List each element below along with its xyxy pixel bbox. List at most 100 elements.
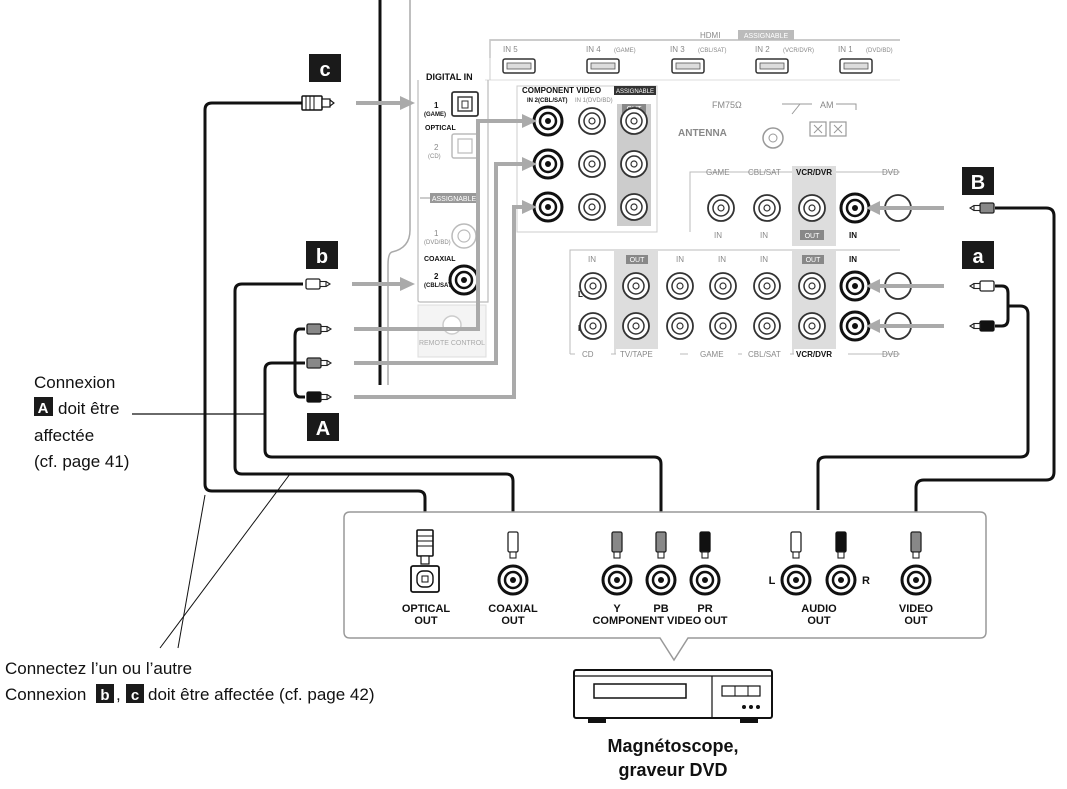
component-pr-plug	[306, 391, 332, 403]
component-out-pr	[620, 193, 648, 221]
audio-vcrdvr-out-l	[798, 272, 826, 300]
audio-r-plug	[969, 320, 995, 332]
audio-in-vcrdvr: IN	[849, 255, 857, 264]
badge-B: B	[962, 167, 994, 195]
component-in1-y	[578, 107, 606, 135]
badge-b: b	[306, 241, 338, 269]
fm-label: FM75Ω	[712, 100, 742, 110]
arrow-component-pb	[354, 162, 524, 365]
hdmi-title: HDMI	[700, 31, 720, 40]
coaxial-label: COAXIAL	[424, 256, 456, 263]
optical-label: OPTICAL	[425, 125, 456, 132]
optical-port-1	[451, 91, 479, 117]
cable-optical	[203, 101, 427, 530]
video-label-game: GAME	[706, 168, 730, 177]
hdmi-in2-label: IN 2	[755, 45, 770, 54]
caption-a-badge-box	[34, 397, 53, 416]
badge-A: A	[307, 413, 339, 441]
svg-text:c: c	[319, 59, 330, 81]
component-in2-pb	[532, 148, 564, 180]
hdmi-section: HDMI ASSIGNABLE IN 5 IN 4 (GAME) IN 3 (C…	[485, 30, 900, 81]
device-coaxial-jack	[497, 564, 529, 596]
device-y-plug	[611, 531, 623, 559]
hdmi-assignable-badge	[738, 30, 794, 40]
component-in2-pr	[532, 191, 564, 223]
caption-either-comma: ,	[116, 685, 121, 704]
device-component-out-label: COMPONENT VIDEO OUT	[592, 615, 727, 627]
hdmi-in2-sub: (VCR/DVR)	[783, 48, 814, 54]
hdmi-port-in1	[839, 58, 873, 74]
device-pb-label: PB	[653, 603, 668, 615]
caption-either-badge-b: b	[100, 687, 109, 704]
device-audio-l-jack	[780, 564, 812, 596]
hdmi-in4-label: IN 4	[586, 45, 601, 54]
video-vcrdvr-out	[798, 194, 826, 222]
audio-l-label: L	[578, 290, 583, 299]
device-pb-jack	[645, 564, 677, 596]
device-video-out: OUT	[904, 615, 928, 627]
recorder-icon	[573, 669, 773, 723]
coax2-sub: (CBL/SAT)	[424, 283, 454, 289]
component-pb-plug	[306, 357, 332, 369]
caption-a-badge: A	[38, 400, 49, 417]
audio-bottom-game: GAME	[700, 350, 724, 359]
audio-out-tvtape: OUT	[630, 257, 646, 264]
device-audio-r-label: R	[862, 575, 870, 587]
device-audio-r-plug	[835, 531, 847, 559]
video-vcrdvr-in	[839, 192, 871, 224]
component-y-plug	[306, 323, 332, 335]
video-game-in	[707, 194, 735, 222]
audio-cblsat-r	[753, 312, 781, 340]
antenna-label: ANTENNA	[678, 128, 727, 139]
coax2-label: 2	[434, 272, 439, 281]
receiver-side-plugs	[301, 95, 995, 403]
audio-in-cblsat: IN	[760, 255, 768, 264]
video-cblsat-in	[753, 194, 781, 222]
audio-in-cd: IN	[588, 255, 596, 264]
pointer-lines	[159, 413, 291, 649]
video-label-dvd: DVD	[882, 168, 899, 177]
svg-text:B: B	[971, 172, 985, 194]
svg-text:b: b	[316, 246, 328, 268]
audio-out-vcrdvr: OUT	[806, 257, 822, 264]
audio-in-game: IN	[718, 255, 726, 264]
audio-game-r	[709, 312, 737, 340]
audio-cd-r	[579, 312, 607, 340]
audio-vcrdvr-in-r	[839, 310, 871, 342]
digital-in1-sub: (GAME)	[424, 112, 446, 118]
digital-in1-label: 1	[434, 101, 439, 110]
audio-l-plug	[969, 280, 995, 292]
component-out-pb	[620, 150, 648, 178]
cable-audio-bundle	[816, 304, 1030, 510]
audio-bottom-cd: CD	[582, 350, 594, 359]
device-audio-label: AUDIO	[801, 603, 837, 615]
device-panel: OPTICAL OUT COAXIAL OUT Y PB PR COMPONEN…	[343, 511, 987, 662]
hdmi-in3-sub: (CBL/SAT)	[698, 48, 727, 54]
component-in1-label: IN 1(DVD/BD)	[575, 98, 613, 104]
device-audio-out: OUT	[807, 615, 831, 627]
device-pb-plug	[655, 531, 667, 559]
device-coaxial-out: OUT	[501, 615, 525, 627]
caption-either-badge-c: c	[131, 687, 139, 704]
caption-either-line2-post: doit être affectée (cf. page 42)	[148, 685, 375, 704]
digital-in2-label: 2	[434, 143, 439, 152]
video-in-label-2: IN	[760, 231, 768, 240]
video-plug	[969, 202, 995, 214]
component-title: COMPONENT VIDEO	[522, 86, 601, 95]
caption-a-line3: affectée	[34, 426, 94, 445]
hdmi-in1-label: IN 1	[838, 45, 853, 54]
cable-video	[914, 206, 1056, 532]
component-in2-y	[532, 105, 564, 137]
device-optical-label: OPTICAL	[402, 603, 451, 615]
audio-tvtape-in-l	[666, 272, 694, 300]
device-audio-r-jack	[825, 564, 857, 596]
audio-bottom-cblsat: CBL/SAT	[748, 350, 781, 359]
video-label-vcrdvr: VCR/DVR	[796, 168, 832, 177]
device-optical-out: OUT	[414, 615, 438, 627]
hdmi-port-in5	[502, 58, 536, 74]
badge-c: c	[309, 54, 341, 82]
audio-bottom-tvtape: TV/TAPE	[620, 350, 653, 359]
panel-divider-curve	[387, 229, 411, 385]
hdmi-in4-sub: (GAME)	[614, 48, 636, 54]
